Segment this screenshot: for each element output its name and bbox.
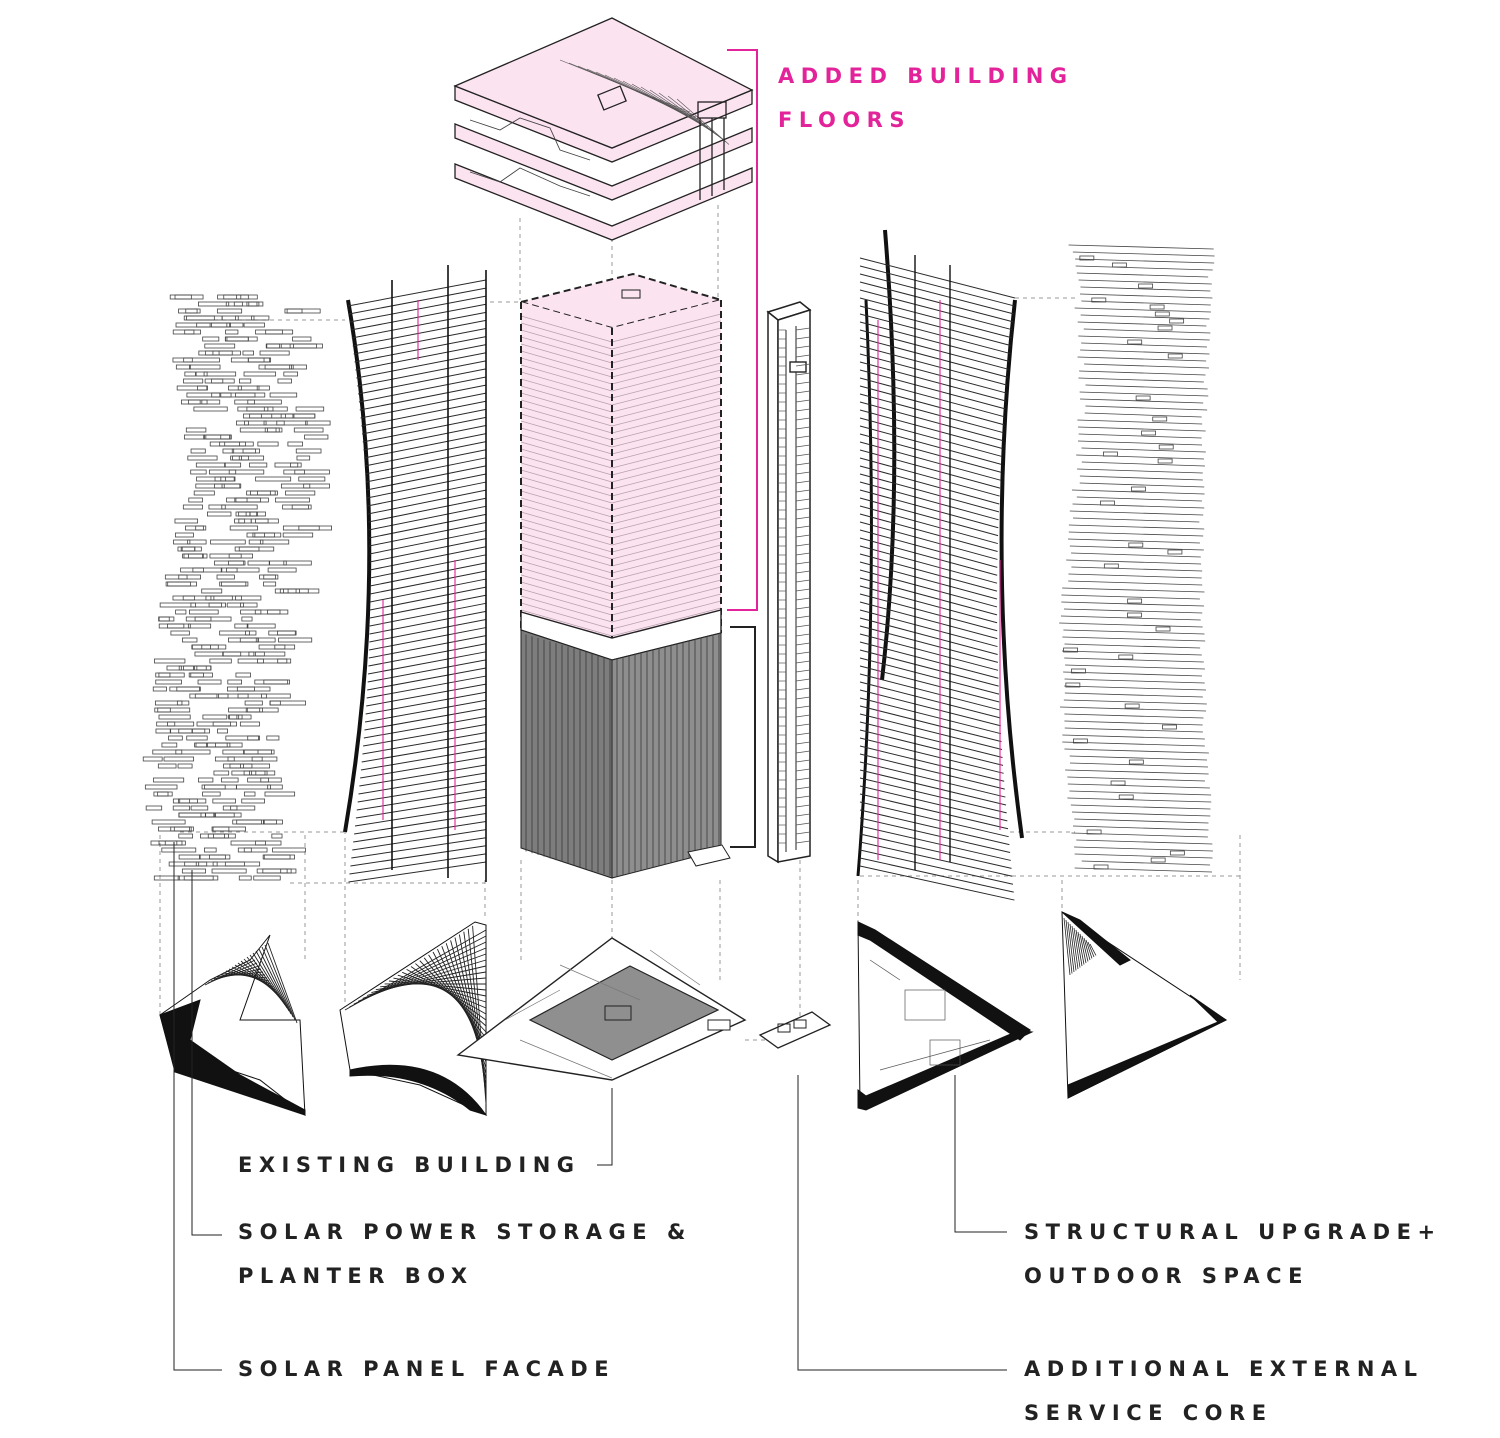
solar-facade-label-line1: SOLAR PANEL FACADE (238, 1357, 616, 1381)
added-floors-label: ADDED BUILDING FLOORS (778, 54, 1074, 142)
added-floors-label-line1: ADDED BUILDING (778, 64, 1074, 88)
solar-storage-label-line1: SOLAR POWER STORAGE & (238, 1220, 692, 1244)
plan-outdoor-space (1061, 911, 1228, 1099)
solar-storage-label: SOLAR POWER STORAGE & PLANTER BOX (238, 1210, 692, 1298)
added-floors-label-line2: FLOORS (778, 108, 911, 132)
service-core-label-line2: SERVICE CORE (1024, 1401, 1273, 1425)
leader-lines (173, 842, 1007, 1371)
structural-facade-left (343, 265, 487, 883)
existing-building-label: EXISTING BUILDING (238, 1143, 581, 1187)
central-tower (517, 272, 731, 879)
service-core-label: ADDITIONAL EXTERNAL SERVICE CORE (1024, 1347, 1424, 1435)
plan-solar-panels (159, 934, 306, 1117)
solar-panel-facade-left (142, 294, 332, 881)
plan-structural-upgrade (857, 921, 1034, 1111)
service-core-label-line1: ADDITIONAL EXTERNAL (1024, 1357, 1424, 1381)
plan-storage-planters (339, 921, 488, 1116)
structural-upgrade-label-line1: STRUCTURAL UPGRADE+ (1024, 1220, 1442, 1244)
solar-storage-label-line2: PLANTER BOX (238, 1264, 474, 1288)
existing-building-label-line1: EXISTING BUILDING (238, 1153, 581, 1177)
added-floors-bracket (727, 49, 758, 611)
outdoor-space-facade-right (1059, 244, 1215, 873)
existing-bracket (730, 626, 756, 848)
structural-upgrade-label-line2: OUTDOOR SPACE (1024, 1264, 1309, 1288)
added-floors-block (453, 17, 754, 241)
floor-plan-existing (456, 937, 747, 1081)
structural-facade-right (856, 229, 1024, 901)
service-core-shaft (766, 301, 812, 864)
structural-upgrade-label: STRUCTURAL UPGRADE+ OUTDOOR SPACE (1024, 1210, 1442, 1298)
solar-facade-label: SOLAR PANEL FACADE (238, 1347, 615, 1391)
service-core-plan (758, 1011, 832, 1049)
